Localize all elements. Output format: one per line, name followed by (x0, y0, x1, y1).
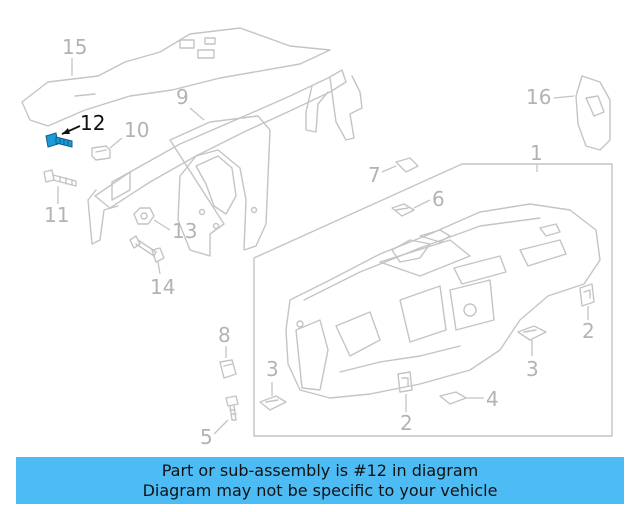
leader-5 (213, 419, 229, 435)
part-12-bolt (45, 132, 73, 148)
leader-12-arrowhead (62, 128, 70, 134)
part-13-nut (133, 207, 155, 225)
part-15-reinforcement-plate (21, 27, 331, 127)
part-8-grommet (219, 359, 237, 379)
leader-16 (553, 95, 575, 99)
leader-6 (413, 199, 431, 209)
callout-1: 1 (530, 141, 543, 165)
leader-7 (381, 165, 397, 173)
leader-13 (153, 219, 171, 231)
part-4-clip (439, 391, 467, 405)
part-3-clip-left (259, 395, 287, 411)
callout-9: 9 (176, 85, 189, 109)
callout-2-lower: 2 (400, 411, 413, 435)
callout-6: 6 (432, 187, 445, 211)
part-1-instrument-panel (253, 163, 613, 437)
part-6-clip (391, 203, 415, 217)
callout-8: 8 (218, 323, 231, 347)
part-16-side-cover (575, 75, 611, 151)
callout-14: 14 (150, 275, 175, 299)
leader-9 (189, 107, 205, 121)
callout-3-left: 3 (266, 357, 279, 381)
callout-2-upper: 2 (582, 319, 595, 343)
callout-16: 16 (526, 85, 551, 109)
callout-7: 7 (368, 163, 381, 187)
part-10-clip (91, 145, 111, 161)
part-2-clip-lower (397, 371, 413, 393)
callout-3-right: 3 (526, 357, 539, 381)
info-banner: Part or sub-assembly is #12 in diagram D… (16, 457, 624, 504)
part-5-bolt (225, 395, 239, 421)
callout-11: 11 (44, 203, 69, 227)
callout-4: 4 (486, 387, 499, 411)
leader-10 (109, 137, 123, 149)
banner-line-1: Part or sub-assembly is #12 in diagram (161, 460, 479, 480)
callout-12: 12 (80, 111, 105, 135)
part-2-clip-upper (579, 283, 595, 307)
callout-5: 5 (200, 425, 213, 449)
callout-10: 10 (124, 118, 149, 142)
part-7-clip (395, 157, 419, 173)
part-14-bolt (129, 235, 165, 263)
part-3-clip-right (517, 325, 547, 341)
callout-15: 15 (62, 35, 87, 59)
leader-14 (157, 261, 161, 275)
banner-line-2: Diagram may not be specific to your vehi… (142, 480, 498, 500)
part-11-stud-bolt (43, 169, 77, 187)
callout-13: 13 (172, 219, 197, 243)
part-9-steering-hanger-beam (87, 69, 363, 257)
